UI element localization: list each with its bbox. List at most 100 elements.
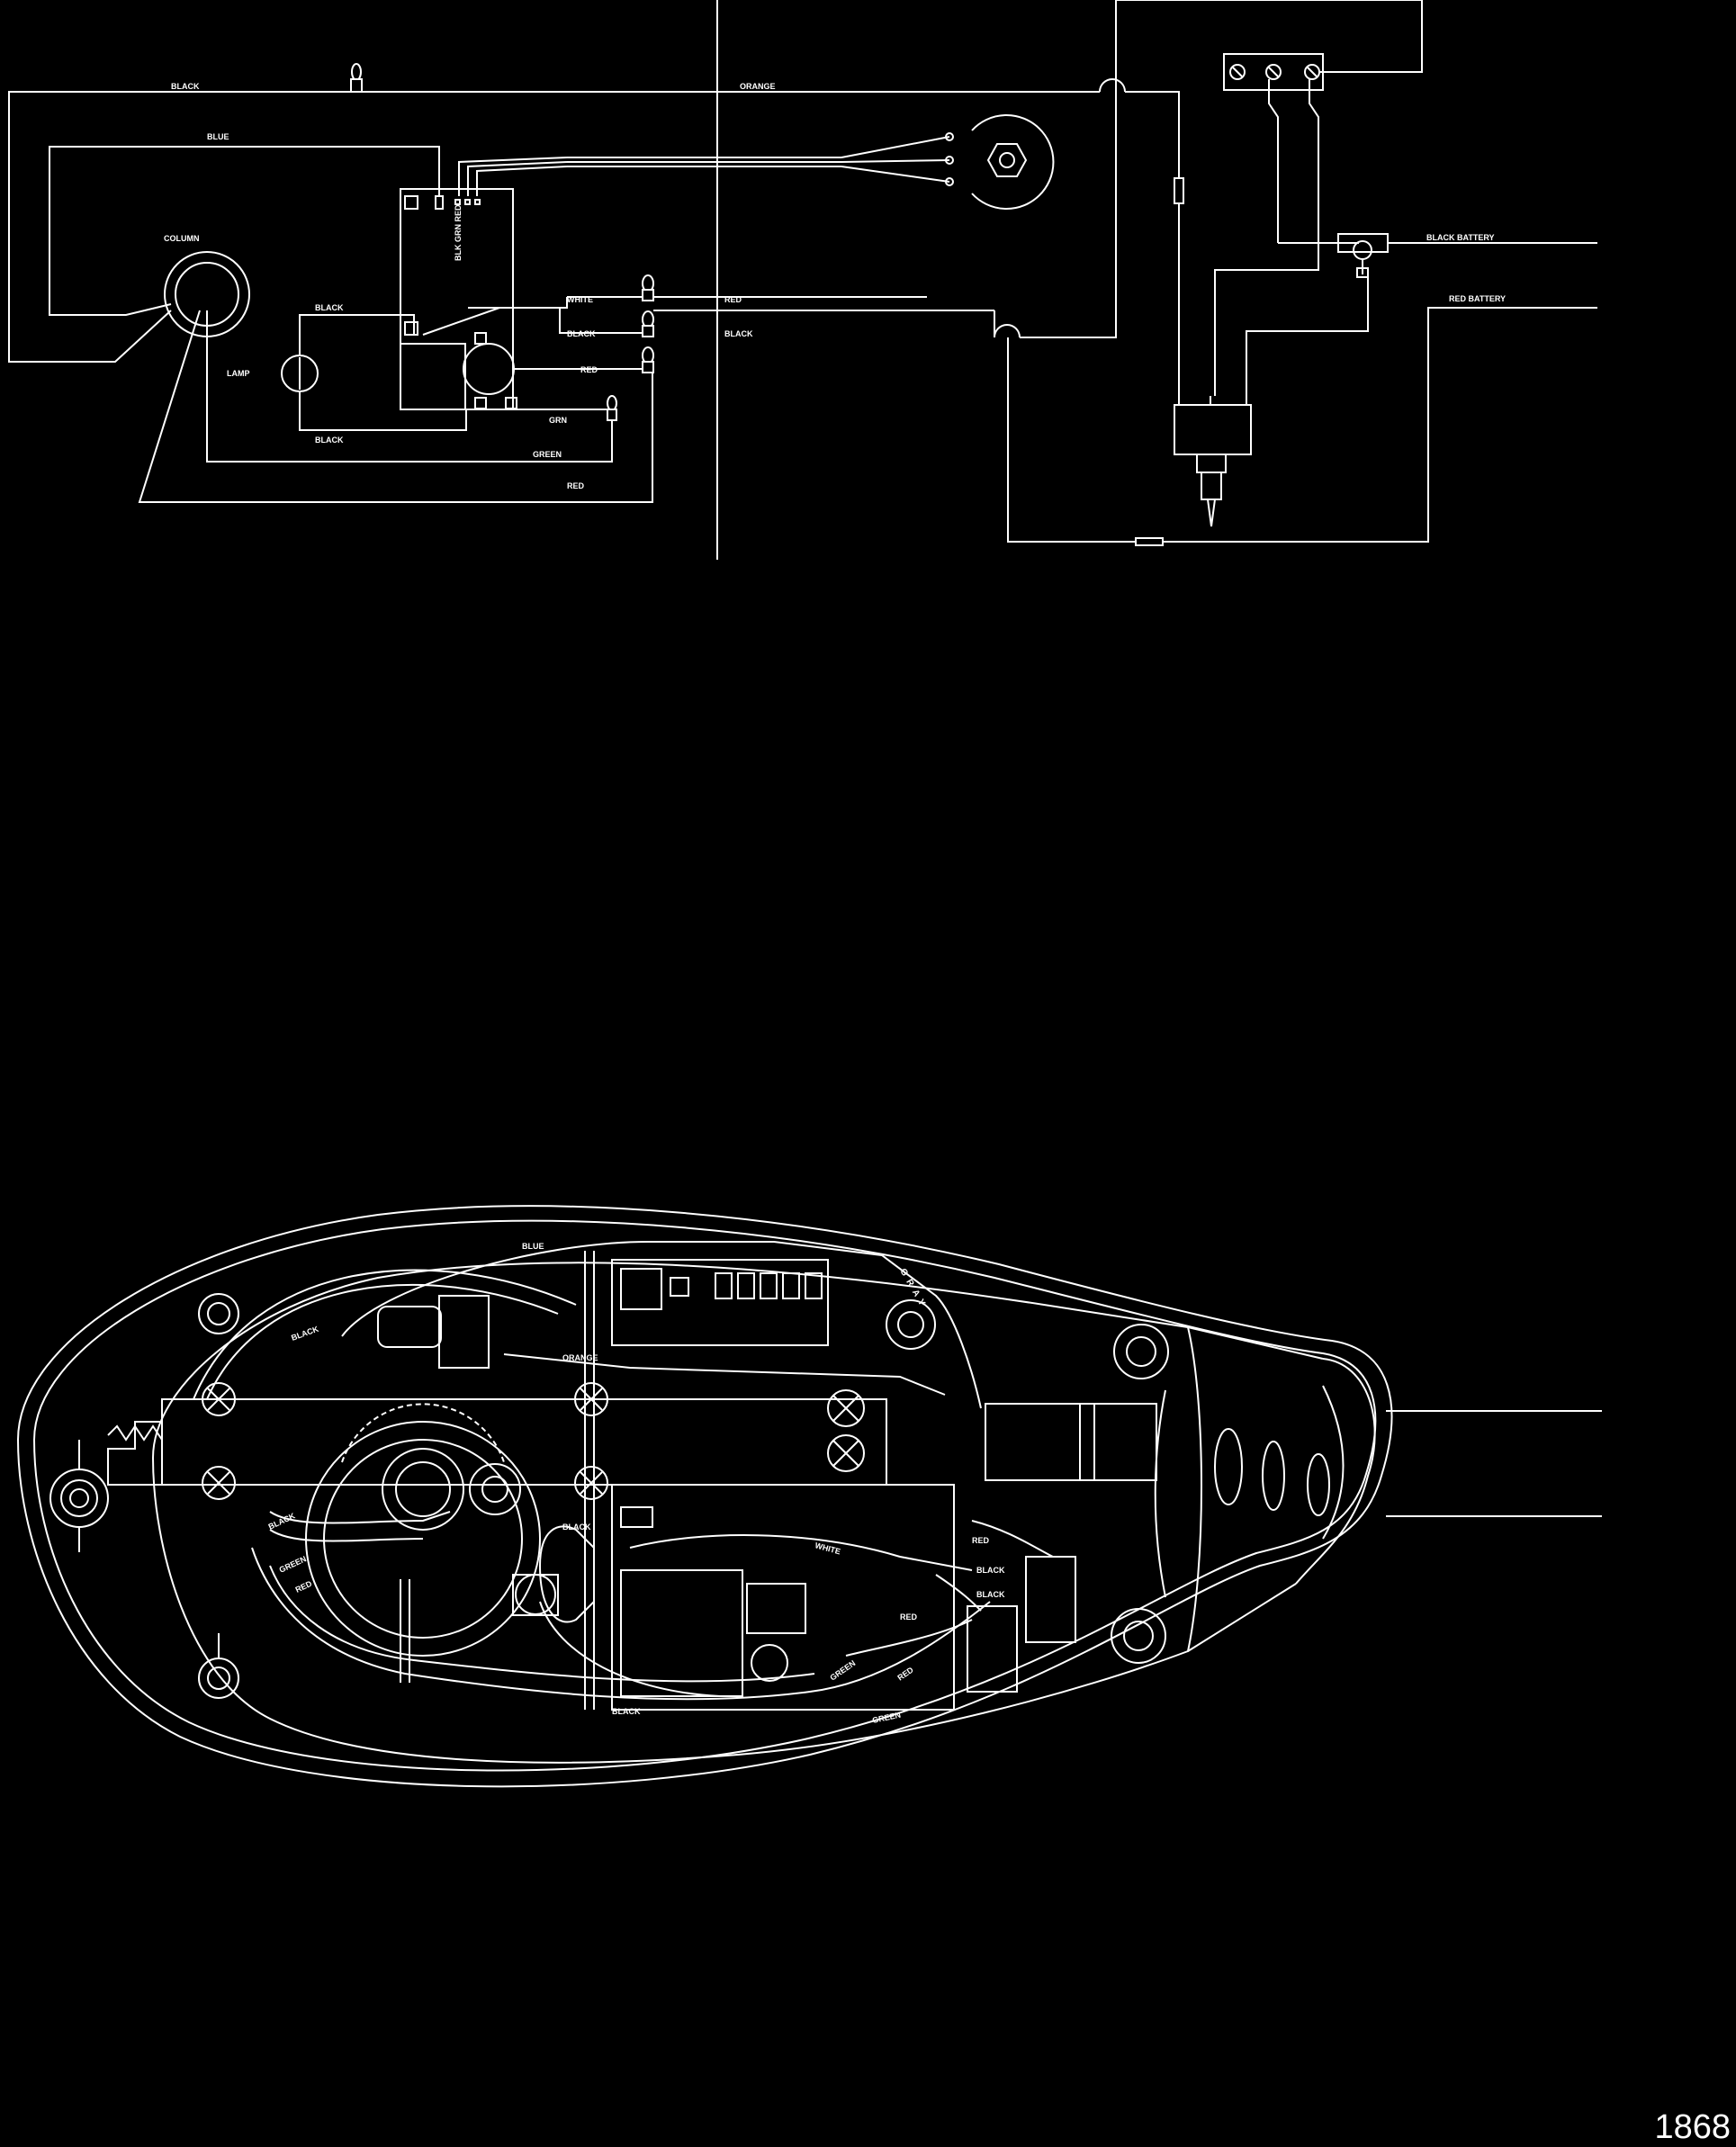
wire-gray-harness: [773, 1241, 982, 1409]
asm-label-red: RED: [294, 1579, 314, 1595]
tiller-edge-bottom: [1187, 1583, 1297, 1652]
gear-plate: [161, 1398, 887, 1486]
in-line-fuse-vert: [1174, 177, 1184, 204]
label-green: GREEN: [533, 450, 562, 459]
wire-crossover-bottom: [994, 324, 1021, 338]
wire-white-harness: [629, 1534, 973, 1571]
wire-orange-right: [1125, 91, 1180, 396]
wire-loop-bottom: [251, 1547, 991, 1701]
motor-arc-top-outer: [193, 1269, 577, 1400]
bullet-connectors-mid: [607, 274, 654, 421]
asm-label-green-bottom: GREEN: [871, 1711, 901, 1725]
wire-black-lower-right: [1007, 337, 1162, 543]
motor-arc-top: [206, 1283, 559, 1400]
in-line-fuse: [1135, 537, 1164, 546]
label-white: WHITE: [567, 295, 593, 304]
asm-label-gray: GRAY: [897, 1267, 930, 1313]
boss-top-right: [1113, 1324, 1169, 1379]
wire-red-switch: [1246, 277, 1369, 396]
asm-label-orange: ORANGE: [562, 1353, 598, 1362]
label-red-mid: RED: [580, 365, 598, 374]
wire-green-gear: [269, 1529, 424, 1542]
wire-crossover-top: [1099, 78, 1126, 93]
label-black-mid: BLACK: [567, 329, 596, 338]
label-black-right: BLACK: [724, 329, 753, 338]
gear-plate-screws: [202, 1382, 865, 1500]
tiller-collar: [1154, 1389, 1166, 1598]
head-cavity: [151, 1262, 1202, 1764]
wire-blue-harness: [341, 1241, 774, 1337]
asm-label-black-right2: BLACK: [976, 1590, 1005, 1599]
boss-bottom-right: [1111, 1608, 1166, 1664]
wire-orange-harness: [503, 1353, 946, 1396]
lamp-symbol: [281, 355, 319, 392]
wire-pot-2: [467, 161, 568, 196]
bullet-connector-top: [350, 63, 363, 93]
pot-spring: [538, 1525, 595, 1623]
potentiometer: [945, 114, 1055, 210]
cable-tie: [1079, 1403, 1095, 1481]
circuit-board-lower: [512, 1484, 955, 1711]
wire-pot-1: [458, 157, 568, 196]
wire-black-right: [935, 1574, 982, 1612]
wire-pot-bundle: [567, 157, 841, 167]
label-black-bottom: BLACK: [315, 436, 344, 445]
grip-slot-1: [1214, 1428, 1243, 1505]
steering-gear: [305, 1403, 541, 1683]
label-red-battery: RED BATTERY: [1449, 294, 1506, 303]
connector-black-right: [967, 1605, 1018, 1693]
tiller-edge-top: [1187, 1326, 1324, 1360]
head-assembly-drawing: BLUE BLACK ORANGE GRAY BLACK GREEN RED B…: [16, 1205, 1602, 1788]
battery-junction: [1337, 233, 1389, 278]
label-blue: BLUE: [207, 132, 229, 141]
boss-top-left: [198, 1293, 239, 1334]
head-inner-shell: [32, 1219, 1377, 1772]
asm-label-black-right1: BLACK: [976, 1566, 1005, 1575]
control-board: [400, 188, 517, 410]
asm-label-black-gear: BLACK: [267, 1511, 297, 1532]
connector-black-upper: [377, 1306, 442, 1348]
boss-bottom-left: [198, 1633, 239, 1699]
wire-red-bottom: [138, 310, 653, 503]
tiller-grip-inner: [1322, 1385, 1345, 1540]
label-black-lamp: BLACK: [315, 303, 344, 312]
head-outer-shell: [16, 1205, 1393, 1788]
asm-label-black-upper: BLACK: [290, 1325, 319, 1343]
wire-green-lower: [845, 1619, 973, 1657]
asm-label-red-lower2: RED: [895, 1665, 915, 1682]
gear-plate-tab: [107, 1421, 162, 1486]
wire-loop-bottom-2: [269, 1565, 815, 1683]
wiring-schematic: BLACK BLUE ORANGE COLUMN BLACK LAMP BLAC…: [8, 0, 1597, 560]
label-column: COLUMN: [164, 234, 200, 243]
grip-slot-3: [1307, 1453, 1330, 1516]
connector-red-right: [1025, 1556, 1076, 1643]
wire-pot-3: [476, 166, 568, 196]
toggle-switch: [1174, 396, 1252, 527]
asm-label-red-lower: RED: [900, 1612, 918, 1621]
asm-label-green: GREEN: [278, 1554, 308, 1575]
circuit-board-upper: [611, 1259, 829, 1346]
asm-label-black-bottom: BLACK: [612, 1707, 641, 1716]
wire-pot-fan: [841, 136, 950, 183]
label-lamp: LAMP: [227, 369, 250, 378]
label-board: BLK GRN RED: [454, 204, 463, 261]
label-black-battery: BLACK BATTERY: [1426, 233, 1495, 242]
wire-white: [422, 297, 568, 336]
boss-top-mid: [886, 1299, 936, 1350]
asm-label-black-center: BLACK: [562, 1523, 591, 1532]
tiller-grip: [1295, 1358, 1376, 1585]
wire-black-lamp: [299, 314, 415, 355]
rack-teeth: [107, 1424, 163, 1442]
wire-black-gear: [269, 1511, 451, 1524]
label-grn: GRN: [549, 416, 567, 425]
wire-black-center: [539, 1601, 721, 1697]
figure-number: 1868: [1654, 2108, 1731, 2146]
wire-green: [206, 310, 613, 463]
grip-slot-2: [1262, 1441, 1285, 1511]
connector-black-upper-2: [438, 1295, 490, 1369]
label-red-bottom: RED: [567, 481, 585, 490]
label-orange: ORANGE: [740, 82, 776, 91]
label-red-right: RED: [724, 295, 742, 304]
boss-left-pivot: [49, 1440, 109, 1552]
